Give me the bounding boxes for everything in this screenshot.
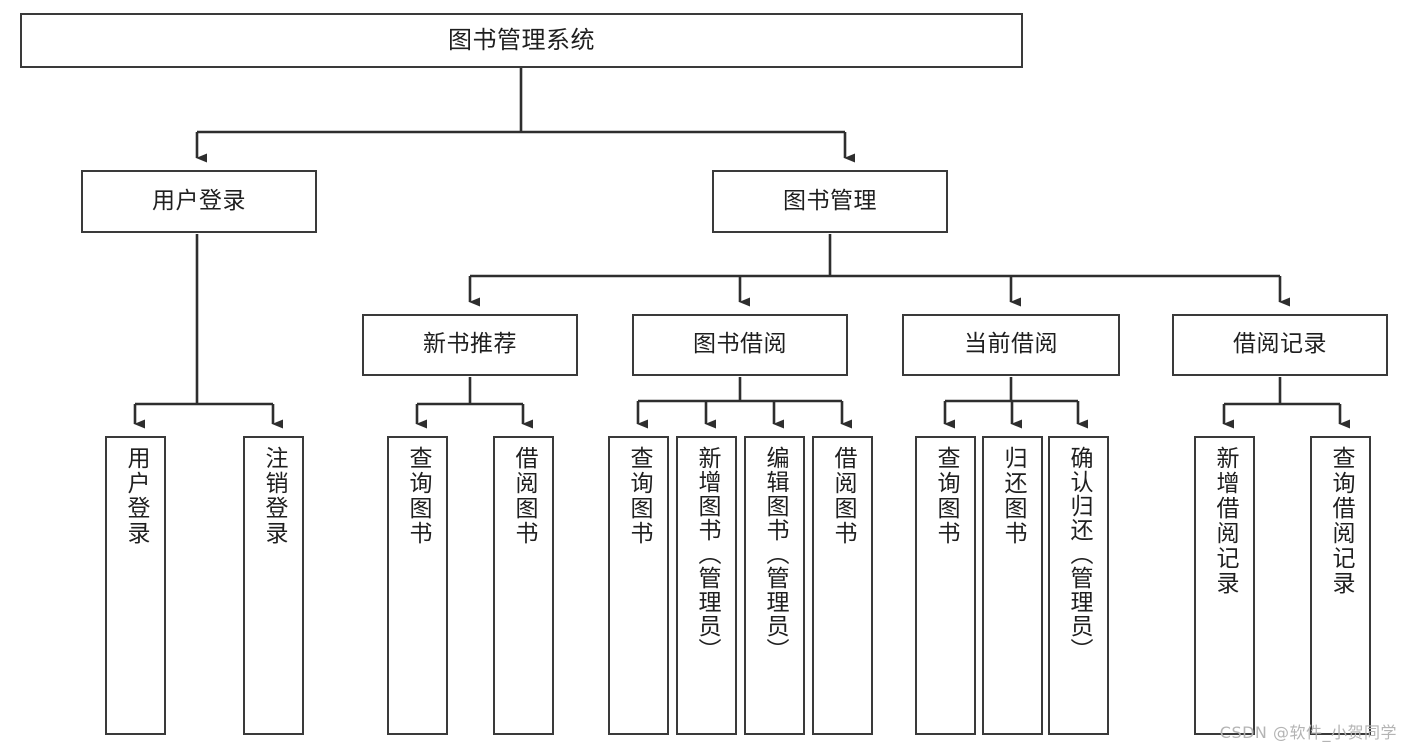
node-label: 注销登录 xyxy=(261,446,287,546)
node-leaf-query-book-borrow[interactable]: 查询图书 xyxy=(608,436,669,735)
node-borrow-record[interactable]: 借阅记录 xyxy=(1172,314,1388,376)
node-label: 查询图书 xyxy=(405,446,431,546)
node-label: 借阅图书 xyxy=(830,446,856,546)
node-label: 查询借阅记录 xyxy=(1328,446,1354,596)
node-book-manage[interactable]: 图书管理 xyxy=(712,170,948,233)
node-current-borrow[interactable]: 当前借阅 xyxy=(902,314,1120,376)
node-label: 确认归还（管理员） xyxy=(1066,446,1092,662)
node-label: 新增图书（管理员） xyxy=(694,446,720,662)
node-label: 新书推荐 xyxy=(423,331,517,358)
node-leaf-query-borrow-record[interactable]: 查询借阅记录 xyxy=(1310,436,1371,735)
node-leaf-return-book[interactable]: 归还图书 xyxy=(982,436,1043,735)
node-label: 当前借阅 xyxy=(964,331,1058,358)
node-leaf-query-book-current[interactable]: 查询图书 xyxy=(915,436,976,735)
node-leaf-add-book[interactable]: 新增图书（管理员） xyxy=(676,436,737,735)
node-new-book-recommend[interactable]: 新书推荐 xyxy=(362,314,578,376)
node-leaf-borrow-book[interactable]: 借阅图书 xyxy=(812,436,873,735)
node-label: 用户登录 xyxy=(152,187,246,214)
node-label: 图书管理系统 xyxy=(448,26,595,55)
node-leaf-user-logout[interactable]: 注销登录 xyxy=(243,436,304,735)
node-label: 归还图书 xyxy=(1000,446,1026,546)
node-label: 查询图书 xyxy=(933,446,959,546)
node-label: 查询图书 xyxy=(626,446,652,546)
node-label: 借阅图书 xyxy=(511,446,537,546)
node-label: 用户登录 xyxy=(123,446,149,546)
node-label: 新增借阅记录 xyxy=(1212,446,1238,596)
node-leaf-user-login[interactable]: 用户登录 xyxy=(105,436,166,735)
node-book-borrow[interactable]: 图书借阅 xyxy=(632,314,848,376)
node-leaf-borrow-book-recommend[interactable]: 借阅图书 xyxy=(493,436,554,735)
node-leaf-add-borrow-record[interactable]: 新增借阅记录 xyxy=(1194,436,1255,735)
node-label: 图书管理 xyxy=(783,187,877,214)
node-leaf-edit-book[interactable]: 编辑图书（管理员） xyxy=(744,436,805,735)
node-label: 图书借阅 xyxy=(693,331,787,358)
node-label: 借阅记录 xyxy=(1233,331,1327,358)
node-label: 编辑图书（管理员） xyxy=(762,446,788,662)
node-user-login[interactable]: 用户登录 xyxy=(81,170,317,233)
node-leaf-confirm-return[interactable]: 确认归还（管理员） xyxy=(1048,436,1109,735)
node-leaf-query-book-recommend[interactable]: 查询图书 xyxy=(387,436,448,735)
node-root-system[interactable]: 图书管理系统 xyxy=(20,13,1023,68)
csdn-watermark: CSDN @软件_小贺同学 xyxy=(1219,723,1397,742)
